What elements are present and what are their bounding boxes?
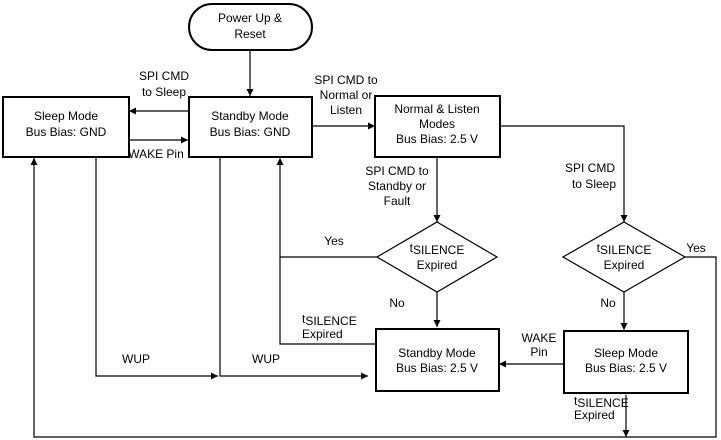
label-wake-pin-bottom-1: WAKE xyxy=(522,331,557,345)
node-normal-listen: Normal & Listen Modes Bus Bias: 2.5 V xyxy=(374,95,501,158)
label-tsilence-bottom-expired: Expired xyxy=(574,408,615,422)
node-normal-listen-line2: Modes xyxy=(419,117,455,131)
label-spi-to-standby-2: Standby or xyxy=(368,179,426,193)
decision-right-label: tSILENCE xyxy=(597,241,652,257)
node-standby-gnd-line1: Standby Mode xyxy=(211,109,289,123)
arrow-sleep-wup xyxy=(95,158,218,380)
node-standby-25-line2: Bus Bias: 2.5 V xyxy=(396,361,478,375)
label-wake-pin-bottom-2: Pin xyxy=(530,345,547,359)
label-yes-right: Yes xyxy=(686,241,706,255)
label-spi-to-normal-3: Listen xyxy=(330,103,362,117)
node-normal-listen-line3: Bus Bias: 2.5 V xyxy=(396,132,478,146)
decision-right-expired: Expired xyxy=(604,258,645,272)
node-standby-gnd-line2: Bus Bias: GND xyxy=(210,125,291,139)
arrow-decision-right-yes-loop xyxy=(30,158,717,438)
node-sleep-25: Sleep Mode Bus Bias: 2.5 V xyxy=(563,330,689,394)
node-power-up: Power Up & Reset xyxy=(188,3,313,51)
label-wup-left: WUP xyxy=(122,352,150,366)
node-sleep-gnd-line2: Bus Bias: GND xyxy=(26,125,107,139)
node-sleep-25-line2: Bus Bias: 2.5 V xyxy=(585,361,667,375)
label-spi-to-sleep-right-1: SPI CMD xyxy=(565,161,615,175)
label-spi-to-sleep-left-2: to Sleep xyxy=(142,85,186,99)
node-power-up-line1: Power Up & xyxy=(218,11,282,25)
arrow-standby-wup xyxy=(219,158,368,380)
label-spi-to-normal-1: SPI CMD to xyxy=(314,73,378,87)
node-power-up-line2: Reset xyxy=(234,27,266,41)
label-wake-pin-top: WAKE Pin xyxy=(128,147,184,161)
node-decision-left: tSILENCE Expired xyxy=(375,221,499,293)
label-wup-mid: WUP xyxy=(252,352,280,366)
node-normal-listen-line1: Normal & Listen xyxy=(394,102,479,116)
decision-left-expired: Expired xyxy=(417,258,458,272)
label-tsilence-left: tSILENCE xyxy=(302,312,357,328)
label-spi-to-standby-1: SPI CMD to xyxy=(365,164,429,178)
arrow-standby25-to-standby-gnd xyxy=(279,257,376,345)
label-spi-to-sleep-left-1: SPI CMD xyxy=(139,69,189,83)
label-no-left: No xyxy=(389,296,405,310)
node-decision-right: tSILENCE Expired xyxy=(561,221,687,293)
arrow-normal-to-decision-right xyxy=(500,125,628,222)
node-sleep-gnd-line1: Sleep Mode xyxy=(34,109,98,123)
label-tsilence-bottom: tSILENCE xyxy=(574,394,629,410)
label-spi-to-normal-2: Normal or xyxy=(320,88,373,102)
decision-left-label: tSILENCE xyxy=(410,241,465,257)
label-spi-to-sleep-right-2: to Sleep xyxy=(572,177,616,191)
node-standby-25: Standby Mode Bus Bias: 2.5 V xyxy=(375,328,500,392)
label-no-right: No xyxy=(600,296,616,310)
label-spi-to-standby-3: Fault xyxy=(384,194,411,208)
label-yes-left: Yes xyxy=(324,234,344,248)
node-sleep-gnd: Sleep Mode Bus Bias: GND xyxy=(2,96,130,158)
node-standby-gnd: Standby Mode Bus Bias: GND xyxy=(188,96,313,158)
node-sleep-25-line1: Sleep Mode xyxy=(594,346,658,360)
node-standby-25-line1: Standby Mode xyxy=(398,346,476,360)
label-tsilence-left-expired: Expired xyxy=(302,327,343,341)
